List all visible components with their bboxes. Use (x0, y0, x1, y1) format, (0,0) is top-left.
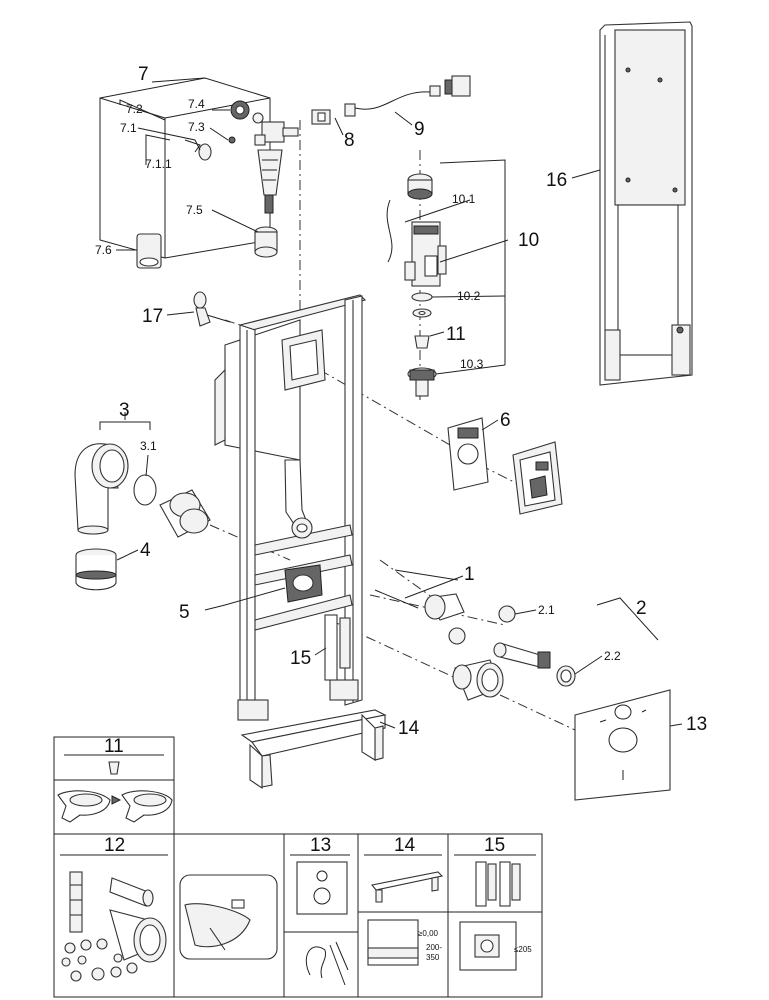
panel-13-title: 13 (310, 835, 331, 856)
clip-and-hose (311, 75, 471, 125)
label-9: 9 (414, 119, 425, 140)
label-7-1: 7.1 (120, 121, 137, 135)
label-5: 5 (179, 602, 190, 623)
label-14: 14 (398, 718, 420, 739)
label-10-2: 10.2 (457, 289, 481, 303)
panel-14-title: 14 (394, 835, 416, 856)
panel-11-title: 11 (104, 736, 124, 757)
sound-insulation-pad (574, 689, 671, 801)
dim-c: 350 (426, 953, 440, 962)
label-2-2: 2.2 (604, 649, 621, 663)
label-8: 8 (344, 130, 355, 151)
flush-valve (386, 159, 506, 397)
label-7-6: 7.6 (95, 243, 112, 257)
label-10-3: 10.3 (460, 357, 484, 371)
label-1: 1 (464, 564, 475, 585)
label-7-5: 7.5 (186, 203, 203, 217)
label-7-3: 7.3 (188, 120, 205, 134)
dim-a: ≥0,00 (418, 929, 439, 938)
dim-d: ≤205 (514, 945, 532, 954)
bottom-panels: 11 12 (53, 736, 543, 998)
dim-b: 200- (426, 943, 442, 952)
inspection-cover (447, 417, 563, 515)
main-frame (214, 294, 367, 721)
frame-side-view (599, 21, 693, 386)
label-13: 13 (686, 714, 707, 735)
panel-15-title: 15 (484, 835, 505, 856)
label-2: 2 (636, 598, 647, 619)
label-10: 10 (518, 230, 539, 251)
label-6: 6 (500, 410, 511, 431)
label-17: 17 (142, 306, 163, 327)
drain-bend (74, 443, 211, 591)
label-7: 7 (138, 64, 149, 85)
label-11: 11 (446, 324, 466, 345)
label-7-4: 7.4 (188, 97, 205, 111)
label-15: 15 (290, 648, 311, 669)
label-7-1-1: 7.1.1 (145, 157, 172, 171)
floor-bracket (240, 709, 387, 790)
leader-lines (99, 77, 683, 729)
valve-assembly (136, 100, 299, 269)
label-4: 4 (140, 540, 151, 561)
label-16: 16 (546, 170, 567, 191)
label-3: 3 (119, 400, 130, 421)
panel-12-title: 12 (104, 835, 125, 856)
part-labels: 7 7.4 7.2 7.3 7.1 7.1.1 7.5 7.6 8 9 10.1… (95, 64, 707, 739)
fixing-bolt (193, 291, 231, 327)
bolts-and-pipes (374, 569, 576, 701)
label-10-1: 10.1 (452, 192, 476, 206)
label-7-2: 7.2 (126, 102, 143, 116)
label-2-1: 2.1 (538, 603, 555, 617)
label-3-1: 3.1 (140, 439, 157, 453)
